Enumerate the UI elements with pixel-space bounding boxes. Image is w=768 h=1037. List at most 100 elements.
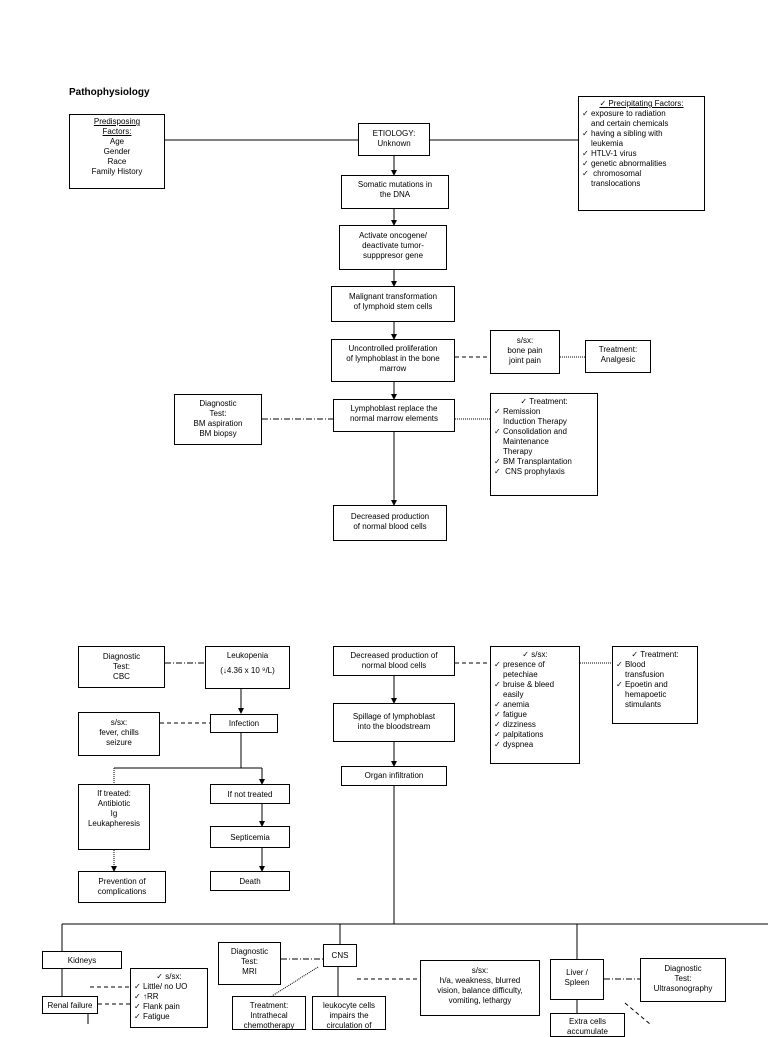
sx-item: anemia [494, 700, 576, 710]
box-text: s/sx: [516, 336, 534, 345]
predisposing-item: Family History [91, 167, 143, 176]
precipitating-item: exposure to radiation [582, 109, 701, 119]
box-text: BM biopsy [199, 429, 237, 438]
precipitating-item: chromosomal [582, 169, 701, 179]
box-text: Decreased production [350, 512, 430, 521]
box-text: Spleen [564, 978, 590, 987]
sx-title: s/sx: [494, 650, 576, 660]
box-text: of lymphoid stem cells [353, 302, 433, 311]
decreased-production-box-2: Decreased production of normal blood cel… [333, 646, 455, 676]
sx-item: fatigue [494, 710, 576, 720]
precipitating-item: translocations [591, 179, 641, 188]
box-text: marrow [379, 364, 407, 373]
box-text: complications [97, 887, 147, 896]
box-text: BM aspiration [193, 419, 243, 428]
sx-item: dizziness [494, 720, 576, 730]
diagnostic-mri-box: Diagnostic Test: MRI [218, 942, 281, 985]
treatment-blood-box: Treatment: Blood transfusion Epoetin and… [612, 646, 698, 724]
box-text: Malignant transformation [348, 292, 438, 301]
oncogene-box: Activate oncogene/ deactivate tumor- sup… [339, 225, 447, 270]
page-title: Pathophysiology [69, 87, 150, 98]
somatic-mutations-box: Somatic mutations in the DNA [341, 175, 449, 209]
box-text: s/sx: [471, 966, 489, 975]
prevention-box: Prevention of complications [78, 871, 166, 903]
treatment-intrathecal-box: Treatment: Intrathecal chemotherapy [232, 996, 306, 1030]
box-text: h/a, weakness, blurred [439, 976, 521, 985]
treatment-title: Treatment: [494, 397, 594, 407]
sx-item: bruise & bleed [494, 680, 576, 690]
cns-box: CNS [323, 944, 357, 967]
organ-infiltration-box: Organ infiltration [341, 766, 447, 786]
sx-renal-box: s/sx: Little/ no UO ↑RR Flank pain Fatig… [130, 968, 208, 1028]
precipitating-title: Precipitating Factors: [582, 99, 701, 109]
predisposing-item: Age [109, 137, 125, 146]
death-box: Death [210, 871, 290, 891]
treatment-item: Maintenance [503, 437, 549, 446]
box-text: (↓4.36 x 10 ⁹/L) [220, 666, 275, 675]
box-text: Somatic mutations in [357, 180, 433, 189]
box-text: Kidneys [67, 956, 97, 965]
box-text: s/sx: [110, 718, 128, 727]
precipitating-factors-box: Precipitating Factors: exposure to radia… [578, 96, 705, 211]
box-text: Analgesic [600, 355, 636, 364]
box-text: impairs the [329, 1011, 369, 1020]
predisposing-item: Race [107, 157, 127, 166]
sx-item: easily [503, 690, 524, 699]
box-text: Leukapheresis [87, 819, 141, 828]
treatment-item: Induction Therapy [503, 417, 567, 426]
predisposing-item: Gender [103, 147, 131, 156]
box-text: Liver / [566, 968, 588, 977]
box-text: Infection [228, 719, 260, 728]
predisposing-title: Predisposing [93, 117, 141, 126]
box-text: Uncontrolled proliferation [348, 344, 438, 353]
box-text: Diagnostic [230, 947, 269, 956]
box-text: Test: [209, 409, 227, 418]
sx-item: Little/ no UO [134, 982, 204, 992]
box-text: seizure [106, 738, 132, 747]
box-text: fever, chills [99, 728, 139, 737]
box-text: Treatment: [249, 1001, 289, 1010]
box-text: If not treated [227, 790, 273, 799]
box-text: Test: [241, 957, 258, 966]
liver-spleen-box: Liver / Spleen [550, 959, 604, 1000]
leukopenia-box: Leukopenia (↓4.36 x 10 ⁹/L) [205, 646, 290, 689]
precipitating-item: and certain chemicals [591, 119, 669, 128]
box-text: bone pain [507, 346, 543, 355]
lymphoblast-replace-box: Lymphoblast replace the normal marrow el… [333, 399, 455, 432]
sx-fever-box: s/sx: fever, chills seizure [78, 712, 160, 756]
box-text: of lymphoblast in the bone [346, 354, 440, 363]
box-text: circulation of [326, 1021, 372, 1030]
box-text: Lymphoblast replace the [350, 404, 438, 413]
box-text: Leukopenia [226, 651, 269, 660]
box-text: the DNA [379, 190, 411, 199]
treatment-item: hemapoetic [625, 690, 667, 699]
box-text: accumulate [567, 1027, 608, 1036]
treatment-analgesic-box: Treatment: Analgesic [585, 340, 651, 373]
box-text: Ig [110, 809, 118, 818]
box-text: Intrathecal [250, 1011, 288, 1020]
sx-item: Fatigue [134, 1012, 204, 1022]
box-text: normal blood cells [361, 661, 427, 670]
diagnostic-bm-box: Diagnostic Test: BM aspiration BM biopsy [174, 394, 262, 445]
precipitating-item: leukemia [591, 139, 624, 148]
treatment-item: Therapy [503, 447, 533, 456]
box-text: normal marrow elements [349, 414, 439, 423]
box-text: If treated: [97, 789, 131, 798]
box-text: Antibiotic [97, 799, 131, 808]
box-text: Diagnostic [199, 399, 237, 408]
etiology-label: ETIOLOGY: [372, 129, 416, 138]
box-text: Treatment: [598, 345, 638, 354]
sx-title: s/sx: [134, 972, 204, 982]
sx-item: presence of [494, 660, 576, 670]
box-text: vision, balance difficulty, [437, 986, 523, 995]
box-text: Renal failure [47, 1001, 93, 1010]
treatment-item: Blood [616, 660, 694, 670]
sx-bone-pain-box: s/sx: bone pain joint pain [490, 330, 560, 374]
box-text: Septicemia [230, 833, 270, 842]
sx-item: Flank pain [134, 1002, 204, 1012]
renal-failure-box: Renal failure [42, 996, 98, 1014]
decreased-production-box-1: Decreased production of normal blood cel… [333, 505, 447, 541]
treatment-item: stimulants [625, 700, 662, 709]
box-text: CNS [331, 951, 349, 960]
